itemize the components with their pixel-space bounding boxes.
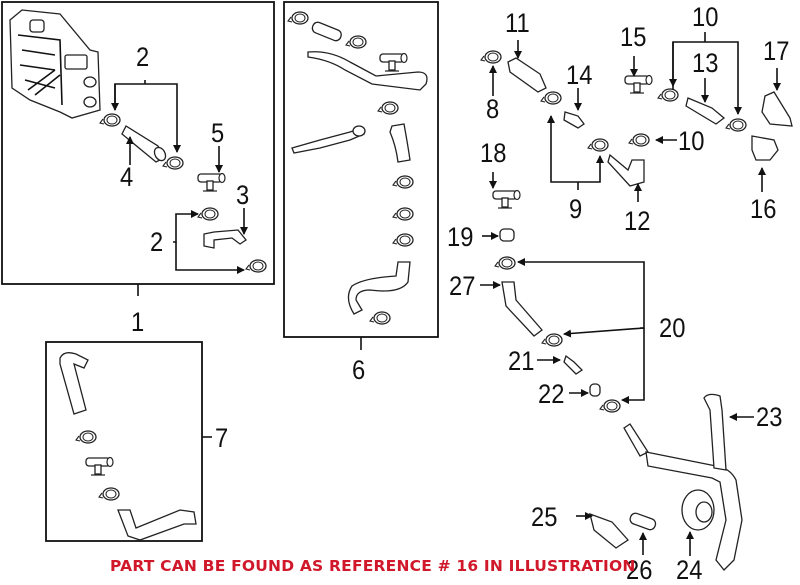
reference-note: PART CAN BE FOUND AS REFERENCE # 16 IN I… (110, 557, 636, 575)
heater-valve-unit (9, 9, 101, 119)
callout-10: 10 (692, 2, 719, 32)
connector-14 (563, 111, 585, 129)
group-7-box (45, 341, 212, 542)
callout-25: 25 (531, 502, 558, 532)
pump-16 (751, 135, 779, 161)
callout-11: 11 (505, 8, 530, 38)
callout-8: 8 (486, 94, 500, 124)
callout-24: 24 (676, 555, 703, 585)
insulator-26 (629, 512, 657, 531)
callout-9: 9 (569, 194, 583, 224)
callout-16: 16 (750, 194, 777, 224)
callout-2: 2 (136, 42, 150, 72)
callout-3: 3 (236, 180, 250, 210)
hose-27 (501, 281, 543, 337)
callout-7: 7 (215, 423, 229, 453)
callout-23: 23 (756, 402, 783, 432)
hose-23 (703, 393, 727, 471)
callout-19: 19 (447, 222, 474, 252)
bracket-17 (761, 91, 793, 127)
group-6-box (283, 1, 439, 350)
callout-17: 17 (763, 36, 790, 66)
callout-10-lower: 10 (678, 126, 705, 156)
cap-19 (499, 228, 515, 242)
group-1-box (1, 1, 275, 296)
leaders-group-1 (111, 80, 248, 274)
valve (392, 207, 414, 221)
hose-3 (203, 229, 247, 249)
callout-14: 14 (566, 60, 593, 90)
hose-12 (607, 153, 645, 187)
callout-6: 6 (352, 355, 366, 385)
callout-13: 13 (692, 48, 719, 78)
callout-20: 20 (659, 313, 686, 343)
callout-26: 26 (626, 555, 653, 585)
callout-12: 12 (624, 206, 651, 236)
callout-22: 22 (538, 379, 565, 409)
callout-5: 5 (211, 118, 225, 148)
callout-2-lower: 2 (150, 227, 164, 257)
callout-1: 1 (131, 307, 145, 337)
hose-11 (507, 57, 547, 93)
callout-18: 18 (480, 138, 507, 168)
callout-21: 21 (508, 346, 535, 376)
callout-15: 15 (620, 22, 647, 52)
callout-4: 4 (120, 162, 134, 192)
leaders-right (480, 32, 781, 556)
callout-27: 27 (449, 271, 476, 301)
hose-13 (685, 97, 726, 125)
connector-21 (563, 354, 584, 375)
bracket-25 (589, 512, 629, 549)
